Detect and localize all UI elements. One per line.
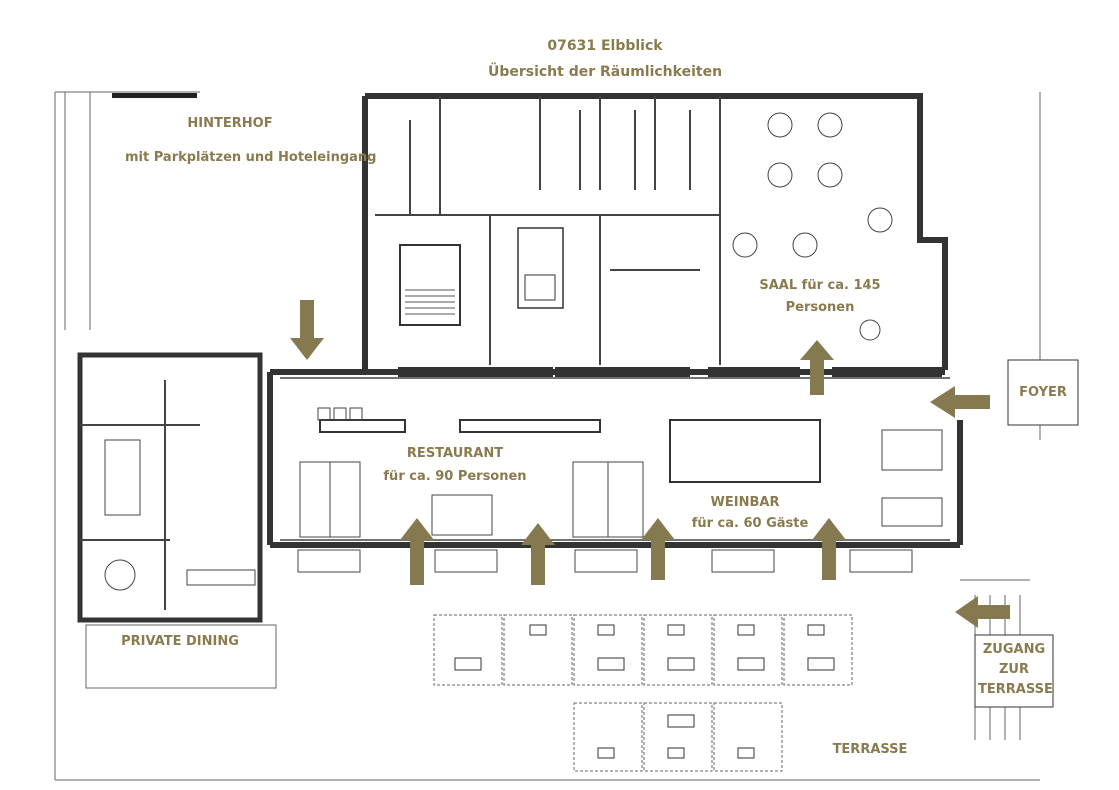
private-dining-label: PRIVATE DINING — [121, 634, 239, 649]
terrasse-label: TERRASSE — [832, 742, 908, 757]
zugang-line1: ZUGANG — [982, 642, 1046, 657]
weinbar-sub: für ca. 60 Gäste — [691, 516, 809, 531]
restaurant-sub: für ca. 90 Personen — [383, 469, 527, 484]
header-line1: 07631 Elbblick — [547, 38, 663, 54]
foyer-label: FOYER — [1019, 385, 1067, 400]
saal-label-2: Personen — [785, 300, 855, 315]
zugang-line3: TERRASSE — [978, 682, 1053, 697]
header-line2: Übersicht der Räumlichkeiten — [487, 64, 723, 80]
restaurant-label: RESTAURANT — [406, 446, 504, 461]
weinbar-label: WEINBAR — [710, 495, 780, 510]
zugang-line2: ZUR — [999, 662, 1029, 677]
saal-label-1: SAAL für ca. 145 — [759, 278, 881, 293]
hinterhof-label: HINTERHOF — [187, 116, 273, 131]
hinterhof-sub: mit Parkplätzen und Hoteleingang — [125, 150, 377, 165]
direction-arrows — [290, 300, 1010, 628]
